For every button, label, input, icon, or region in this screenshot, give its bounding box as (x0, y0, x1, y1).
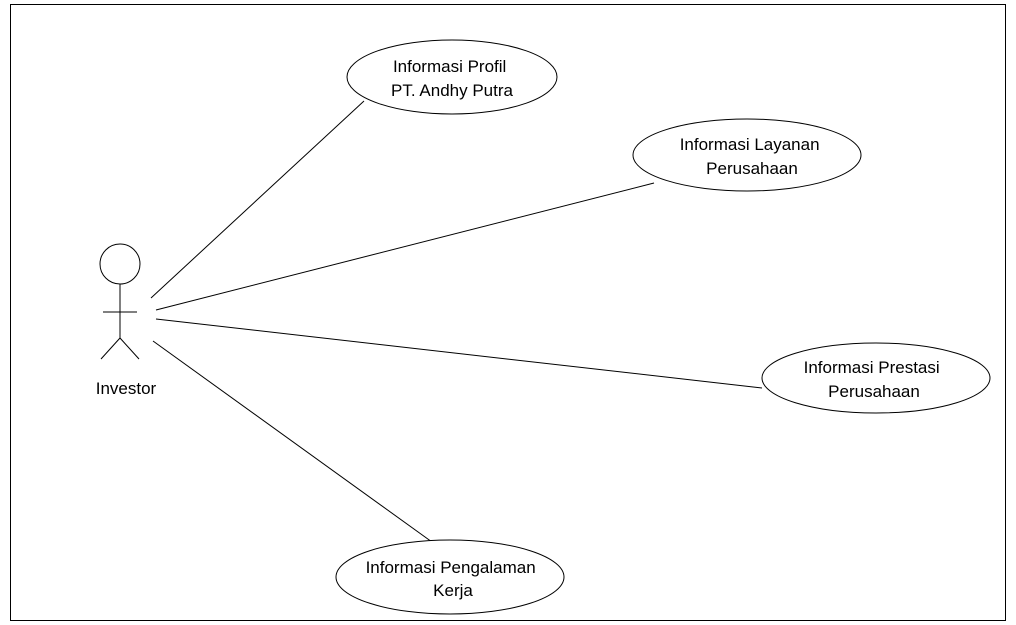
actor-head (99, 243, 141, 285)
use-case-label: Informasi Layanan Perusahaan (680, 135, 825, 178)
use-case-ellipse (335, 539, 565, 615)
association-line-profil (150, 100, 365, 299)
use-case-label-line: Perusahaan (706, 159, 798, 178)
use-case-label-line: Informasi Prestasi (804, 358, 940, 377)
actor-right-leg (119, 337, 140, 360)
use-case-profil[interactable]: Informasi Profil PT. Andhy Putra (346, 39, 558, 115)
use-case-ellipse (761, 342, 991, 414)
actor-label: Investor (96, 379, 157, 398)
use-case-label-line: PT. Andhy Putra (391, 81, 513, 100)
use-case-prestasi[interactable]: Informasi Prestasi Perusahaan (761, 342, 991, 414)
use-case-label-line: Perusahaan (828, 382, 920, 401)
use-case-label: Informasi Prestasi Perusahaan (804, 358, 945, 401)
use-case-label-line: Informasi Pengalaman (366, 558, 536, 577)
associations (150, 100, 763, 543)
use-case-label-line: Kerja (433, 581, 473, 600)
association-line-layanan (155, 182, 655, 311)
association-line-prestasi (155, 318, 763, 389)
use-case-layanan[interactable]: Informasi Layanan Perusahaan (632, 118, 862, 192)
use-case-label: Informasi Profil PT. Andhy Putra (391, 57, 513, 100)
use-case-ellipse (346, 39, 558, 115)
actor-investor[interactable] (99, 243, 141, 360)
use-case-label-line: Informasi Profil (393, 57, 506, 76)
use-case-ellipse (632, 118, 862, 192)
use-case-label-line: Informasi Layanan (680, 135, 820, 154)
use-case-pengalaman[interactable]: Informasi Pengalaman Kerja (335, 539, 565, 615)
association-line-pengalaman (152, 340, 433, 543)
actor-left-leg (100, 337, 121, 360)
use-case-label: Informasi Pengalaman Kerja (366, 558, 541, 600)
